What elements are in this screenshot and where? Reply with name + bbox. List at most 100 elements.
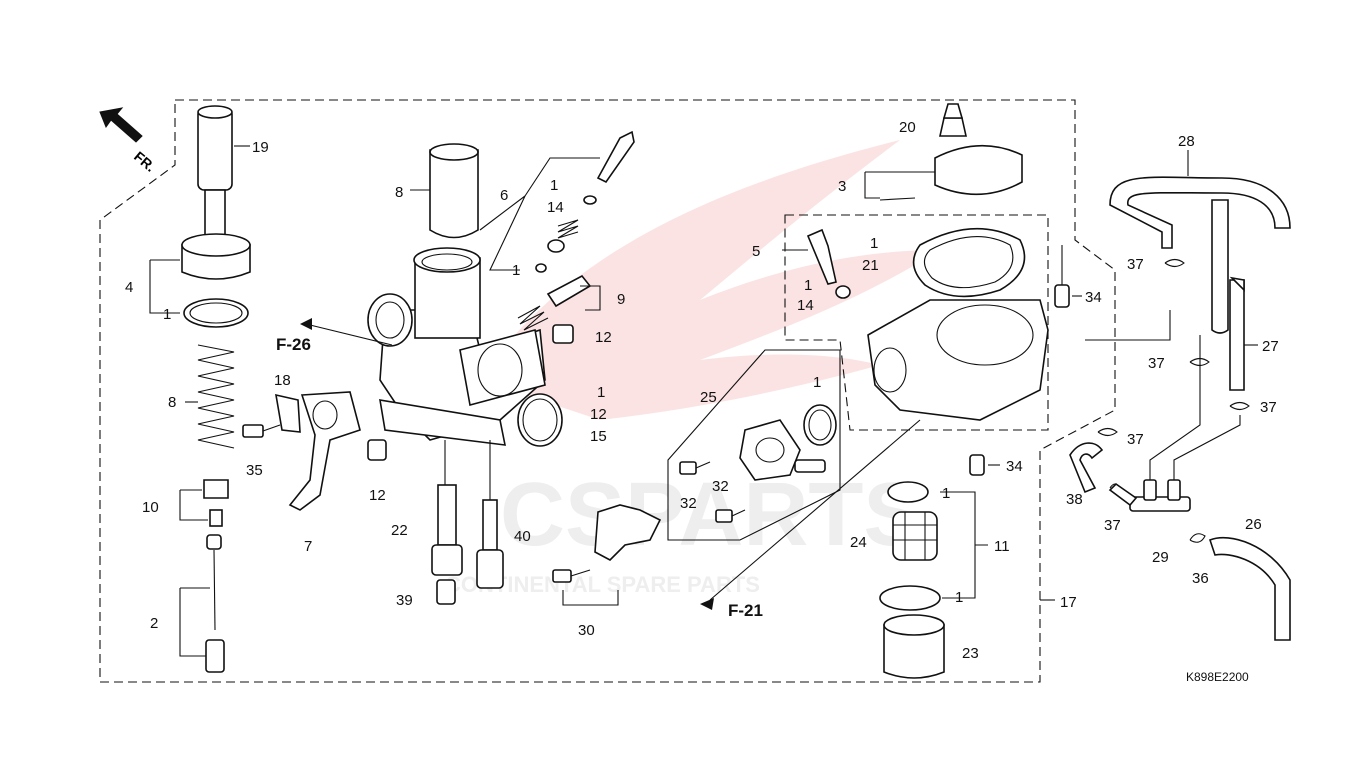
callout-35: 35 <box>246 462 263 479</box>
subassembly-outline-25 <box>667 349 841 541</box>
callout-21: 21 <box>862 257 879 274</box>
part-1-oring-drain <box>887 481 929 503</box>
subassembly-outline-5 <box>784 214 1049 431</box>
part-10-needle-clip <box>203 479 229 527</box>
part-29-joint <box>1108 479 1191 512</box>
callout-28: 28 <box>1178 133 1195 150</box>
callout-17: 17 <box>1060 594 1077 611</box>
part-19-cap <box>197 105 233 191</box>
part-7-lever <box>288 391 361 511</box>
callout-1: 1 <box>163 306 171 323</box>
callout-8: 8 <box>395 184 403 201</box>
callout-40: 40 <box>514 528 531 545</box>
callout-1: 1 <box>550 177 558 194</box>
part-38-hose-short <box>1069 442 1104 494</box>
callout-1: 1 <box>955 589 963 606</box>
drawing-code: K898E2200 <box>1186 670 1249 684</box>
part-39-plug <box>436 579 456 605</box>
callout-37: 37 <box>1127 431 1144 448</box>
callout-2: 2 <box>150 615 158 632</box>
part-23-filter-cup <box>883 614 945 679</box>
callout-23: 23 <box>962 645 979 662</box>
callout-1: 1 <box>597 384 605 401</box>
callout-36: 36 <box>1192 570 1209 587</box>
callout-37: 37 <box>1260 399 1277 416</box>
callout-5: 5 <box>752 243 760 260</box>
part-4-top <box>181 189 251 280</box>
ref-label-f21: F-21 <box>728 601 763 620</box>
callout-12: 12 <box>590 406 607 423</box>
part-27-tube <box>1229 276 1245 391</box>
part-36-clip <box>1189 533 1206 543</box>
callout-12: 12 <box>595 329 612 346</box>
part-8-throttle-slide <box>429 143 479 239</box>
callout-24: 24 <box>850 534 867 551</box>
callout-37: 37 <box>1127 256 1144 273</box>
callout-29: 29 <box>1152 549 1169 566</box>
part-3-float-set <box>879 144 1023 201</box>
callout-14: 14 <box>797 297 814 314</box>
part-25-fuel-cock <box>739 419 826 481</box>
part-spring-small <box>557 219 579 239</box>
part-1-oring-tiny <box>535 263 547 273</box>
callout-32: 32 <box>712 478 729 495</box>
callout-20: 20 <box>899 119 916 136</box>
part-35-bolt <box>242 424 281 438</box>
callout-18: 18 <box>274 372 291 389</box>
part-12-clip-upper <box>552 324 574 344</box>
callout-32: 32 <box>680 495 697 512</box>
callout-39: 39 <box>396 592 413 609</box>
part-float-chamber <box>867 299 1049 421</box>
ref-label-f26: F-26 <box>276 335 311 354</box>
callout-34: 34 <box>1085 289 1102 306</box>
callout-25: 25 <box>700 389 717 406</box>
callout-22: 22 <box>391 522 408 539</box>
part-1-oring-cup <box>879 585 941 611</box>
callouts: 19 4 1 8 10 2 8 6 1 14 1 9 12 1 12 15 18… <box>125 119 1279 662</box>
part-14-oring-small <box>583 195 597 205</box>
part-1-oring <box>183 298 249 328</box>
callout-27: 27 <box>1262 338 1279 355</box>
watermark: CSPARTS CONTINENTAL SPARE PARTS <box>445 140 940 597</box>
front-arrow-icon <box>99 107 143 143</box>
part-washer-small <box>547 239 565 253</box>
callout-26: 26 <box>1245 516 1262 533</box>
part-26-hose <box>1209 536 1291 641</box>
callout-11: 11 <box>994 538 1010 555</box>
callout-10: 10 <box>142 499 159 516</box>
callout-9: 9 <box>617 291 625 308</box>
part-40-slow-jet <box>476 499 504 589</box>
callout-12: 12 <box>369 487 386 504</box>
part-12-clip-lower <box>367 439 387 461</box>
callout-1: 1 <box>942 485 950 502</box>
part-32-screws <box>679 461 746 523</box>
part-21-float-gasket <box>912 227 1026 298</box>
front-direction-label: FR. <box>131 148 159 175</box>
callout-19: 19 <box>252 139 269 156</box>
ref-f21-arrow-icon <box>700 598 714 610</box>
watermark-brand: CSPARTS <box>500 465 923 565</box>
callout-37: 37 <box>1148 355 1165 372</box>
callout-3: 3 <box>838 178 846 195</box>
part-1-gasket-ring <box>517 393 563 447</box>
part-28-hose <box>1109 176 1291 249</box>
callout-8: 8 <box>168 394 176 411</box>
part-34-screw-upper <box>1054 245 1070 308</box>
carburetor-body <box>367 247 546 446</box>
callout-30: 30 <box>578 622 595 639</box>
callout-1: 1 <box>813 374 821 391</box>
part-30-sensor <box>552 504 662 583</box>
part-8-spring <box>197 344 235 449</box>
part-20-vent <box>939 103 967 137</box>
callout-1: 1 <box>804 277 812 294</box>
ref-f26-arrow-icon <box>300 318 312 330</box>
callout-37: 37 <box>1104 517 1121 534</box>
callout-1: 1 <box>870 235 878 252</box>
part-18-bracket <box>275 393 301 433</box>
callout-15: 15 <box>590 428 607 445</box>
part-34-screw-lower <box>969 454 985 476</box>
ref-f21-leader <box>709 419 921 601</box>
callout-1: 1 <box>512 262 520 279</box>
callout-38: 38 <box>1066 491 1083 508</box>
